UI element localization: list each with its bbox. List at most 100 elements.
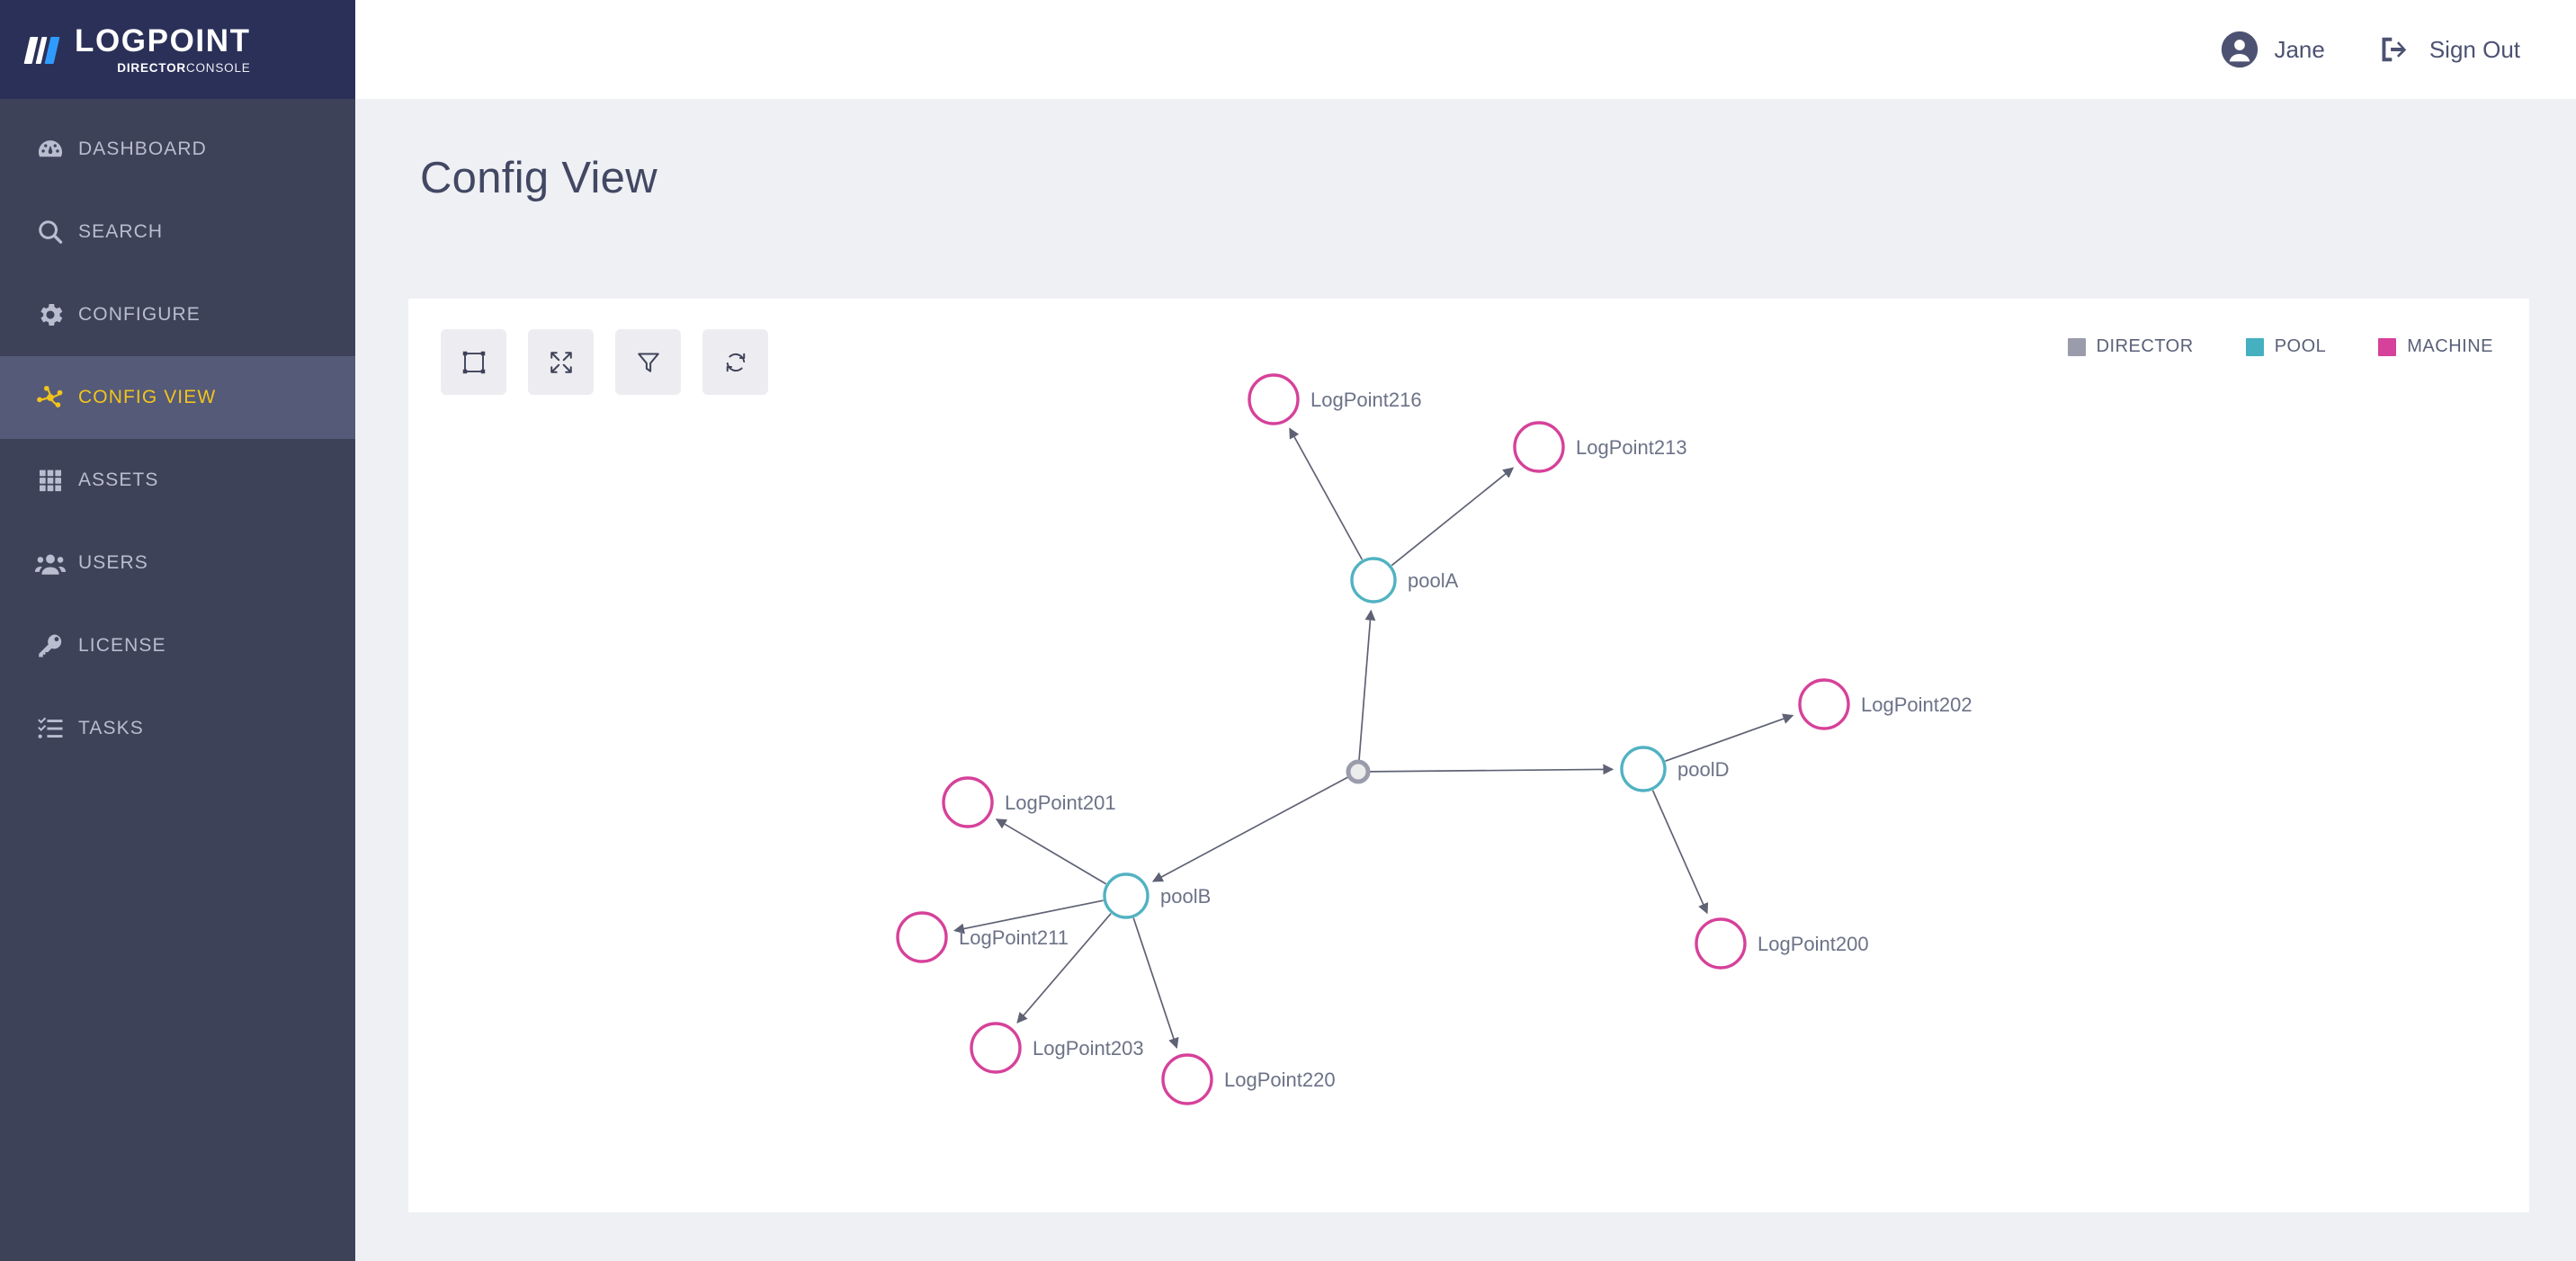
graph-node-poolB[interactable]: poolB — [1103, 872, 1211, 919]
sidebar-item-assets[interactable]: ASSETS — [0, 439, 355, 522]
sidebar-item-license[interactable]: LICENSE — [0, 604, 355, 687]
grid-icon — [22, 466, 78, 495]
select-box-button[interactable] — [441, 329, 506, 395]
sidebar-item-label: CONFIG VIEW — [78, 387, 217, 407]
filter-button[interactable] — [615, 329, 681, 395]
legend-label: MACHINE — [2407, 336, 2493, 356]
graph-node-LogPoint213[interactable]: LogPoint213 — [1513, 421, 1687, 473]
graph-node-LogPoint202[interactable]: LogPoint202 — [1798, 678, 1972, 730]
graph-toolbar — [441, 329, 790, 395]
node-circle[interactable] — [1346, 759, 1371, 784]
graph-edge — [1391, 467, 1515, 567]
key-icon — [22, 630, 78, 661]
refresh-button[interactable] — [702, 329, 768, 395]
node-circle[interactable] — [1513, 421, 1565, 473]
node-circle[interactable] — [1798, 678, 1850, 730]
graph-edge — [1665, 713, 1794, 763]
gear-icon — [22, 300, 78, 330]
sidebar: LOGPOINT DIRECTORCONSOLE DASHBOARD SEARC… — [0, 0, 355, 1261]
sidebar-item-label: USERS — [78, 552, 148, 573]
sidebar-item-dashboard[interactable]: DASHBOARD — [0, 108, 355, 191]
node-circle[interactable] — [1350, 557, 1397, 604]
graph-nodes: poolA poolB poolD LogPoint216LogPoint213Log… — [896, 373, 1972, 1105]
legend-item-pool[interactable]: POOL — [2245, 336, 2327, 357]
content-area: Config View — [355, 99, 2576, 1261]
expand-button[interactable] — [528, 329, 594, 395]
sidebar-item-tasks[interactable]: TASKS — [0, 687, 355, 770]
node-label: LogPoint213 — [1576, 436, 1687, 459]
sign-out-button[interactable]: Sign Out — [2379, 33, 2520, 66]
legend-label: DIRECTOR — [2096, 336, 2194, 356]
sidebar-item-configure[interactable]: CONFIGURE — [0, 273, 355, 356]
graph-edge — [1289, 427, 1364, 560]
node-label: poolD — [1677, 758, 1729, 781]
graph-node-LogPoint220[interactable]: LogPoint220 — [1161, 1053, 1336, 1105]
node-label: LogPoint202 — [1861, 693, 1972, 716]
graph-node-LogPoint200[interactable]: LogPoint200 — [1695, 917, 1869, 970]
legend-item-machine[interactable]: MACHINE — [2378, 336, 2493, 357]
gauge-icon — [22, 134, 78, 165]
node-label: LogPoint203 — [1033, 1037, 1144, 1060]
brand-subtitle-light: CONSOLE — [185, 60, 251, 75]
graph-edge — [1651, 790, 1709, 915]
graph-edge — [1151, 776, 1348, 882]
graph-legend: DIRECTOR POOL MACHINE — [2067, 336, 2493, 357]
graph-edge — [953, 899, 1104, 935]
graph-edges — [953, 427, 1794, 1050]
search-icon — [22, 217, 78, 247]
checklist-icon — [22, 713, 78, 744]
node-circle[interactable] — [1161, 1053, 1213, 1105]
graph-edge — [1016, 913, 1112, 1024]
sidebar-item-users[interactable]: USERS — [0, 522, 355, 604]
sidebar-item-search[interactable]: SEARCH — [0, 191, 355, 273]
node-circle[interactable] — [1103, 872, 1149, 919]
brand-name: LOGPOINT — [75, 22, 251, 58]
brand-logo[interactable]: LOGPOINT DIRECTORCONSOLE — [0, 0, 355, 99]
node-circle[interactable] — [896, 911, 948, 963]
graph-node-director[interactable] — [1346, 759, 1371, 784]
node-circle[interactable] — [1695, 917, 1747, 970]
topbar: Jane Sign Out — [355, 0, 2576, 99]
sidebar-nav: DASHBOARD SEARCH CONFIGURE — [0, 99, 355, 770]
sign-out-icon — [2379, 33, 2415, 66]
node-graph-icon — [22, 381, 78, 414]
sidebar-item-label: TASKS — [78, 718, 144, 738]
graph-edge — [1132, 917, 1179, 1050]
graph-node-poolA[interactable]: poolA — [1350, 557, 1459, 604]
brand-text: LOGPOINT DIRECTORCONSOLE — [75, 25, 251, 75]
users-icon — [22, 547, 78, 579]
brand-subtitle-bold: DIRECTOR — [117, 60, 186, 75]
sign-out-label: Sign Out — [2428, 35, 2520, 63]
graph-node-LogPoint211[interactable]: LogPoint211 — [896, 911, 1069, 963]
legend-swatch — [2378, 337, 2397, 356]
graph-node-LogPoint216[interactable]: LogPoint216 — [1248, 373, 1422, 425]
user-name: Jane — [2274, 35, 2325, 63]
node-label: poolA — [1408, 569, 1459, 592]
node-circle[interactable] — [1620, 746, 1667, 792]
graph-node-LogPoint203[interactable]: LogPoint203 — [970, 1022, 1144, 1074]
node-label: poolB — [1160, 885, 1211, 908]
logpoint-mark-icon — [23, 37, 60, 64]
brand-subtitle: DIRECTORCONSOLE — [75, 62, 251, 75]
graph-canvas[interactable]: poolA poolB poolD LogPoint216LogPoint213Log… — [408, 299, 2529, 1212]
user-menu[interactable]: Jane — [2220, 30, 2325, 69]
sidebar-item-config-view[interactable]: CONFIG VIEW — [0, 356, 355, 439]
graph-edge — [995, 818, 1107, 885]
legend-item-director[interactable]: DIRECTOR — [2067, 336, 2194, 357]
graph-edge — [1369, 764, 1614, 775]
sidebar-item-label: ASSETS — [78, 470, 159, 490]
graph-node-poolD[interactable]: poolD — [1620, 746, 1729, 792]
graph-edge — [1358, 609, 1376, 761]
node-circle[interactable] — [1248, 373, 1300, 425]
node-circle[interactable] — [942, 776, 994, 828]
node-circle[interactable] — [970, 1022, 1022, 1074]
config-view-card: DIRECTOR POOL MACHINE — [408, 299, 2529, 1212]
node-label: LogPoint201 — [1005, 791, 1116, 814]
sidebar-item-label: DASHBOARD — [78, 139, 207, 159]
page-title: Config View — [420, 154, 657, 202]
sidebar-item-label: LICENSE — [78, 635, 166, 656]
graph-node-LogPoint201[interactable]: LogPoint201 — [942, 776, 1116, 828]
node-label: LogPoint216 — [1310, 389, 1422, 411]
